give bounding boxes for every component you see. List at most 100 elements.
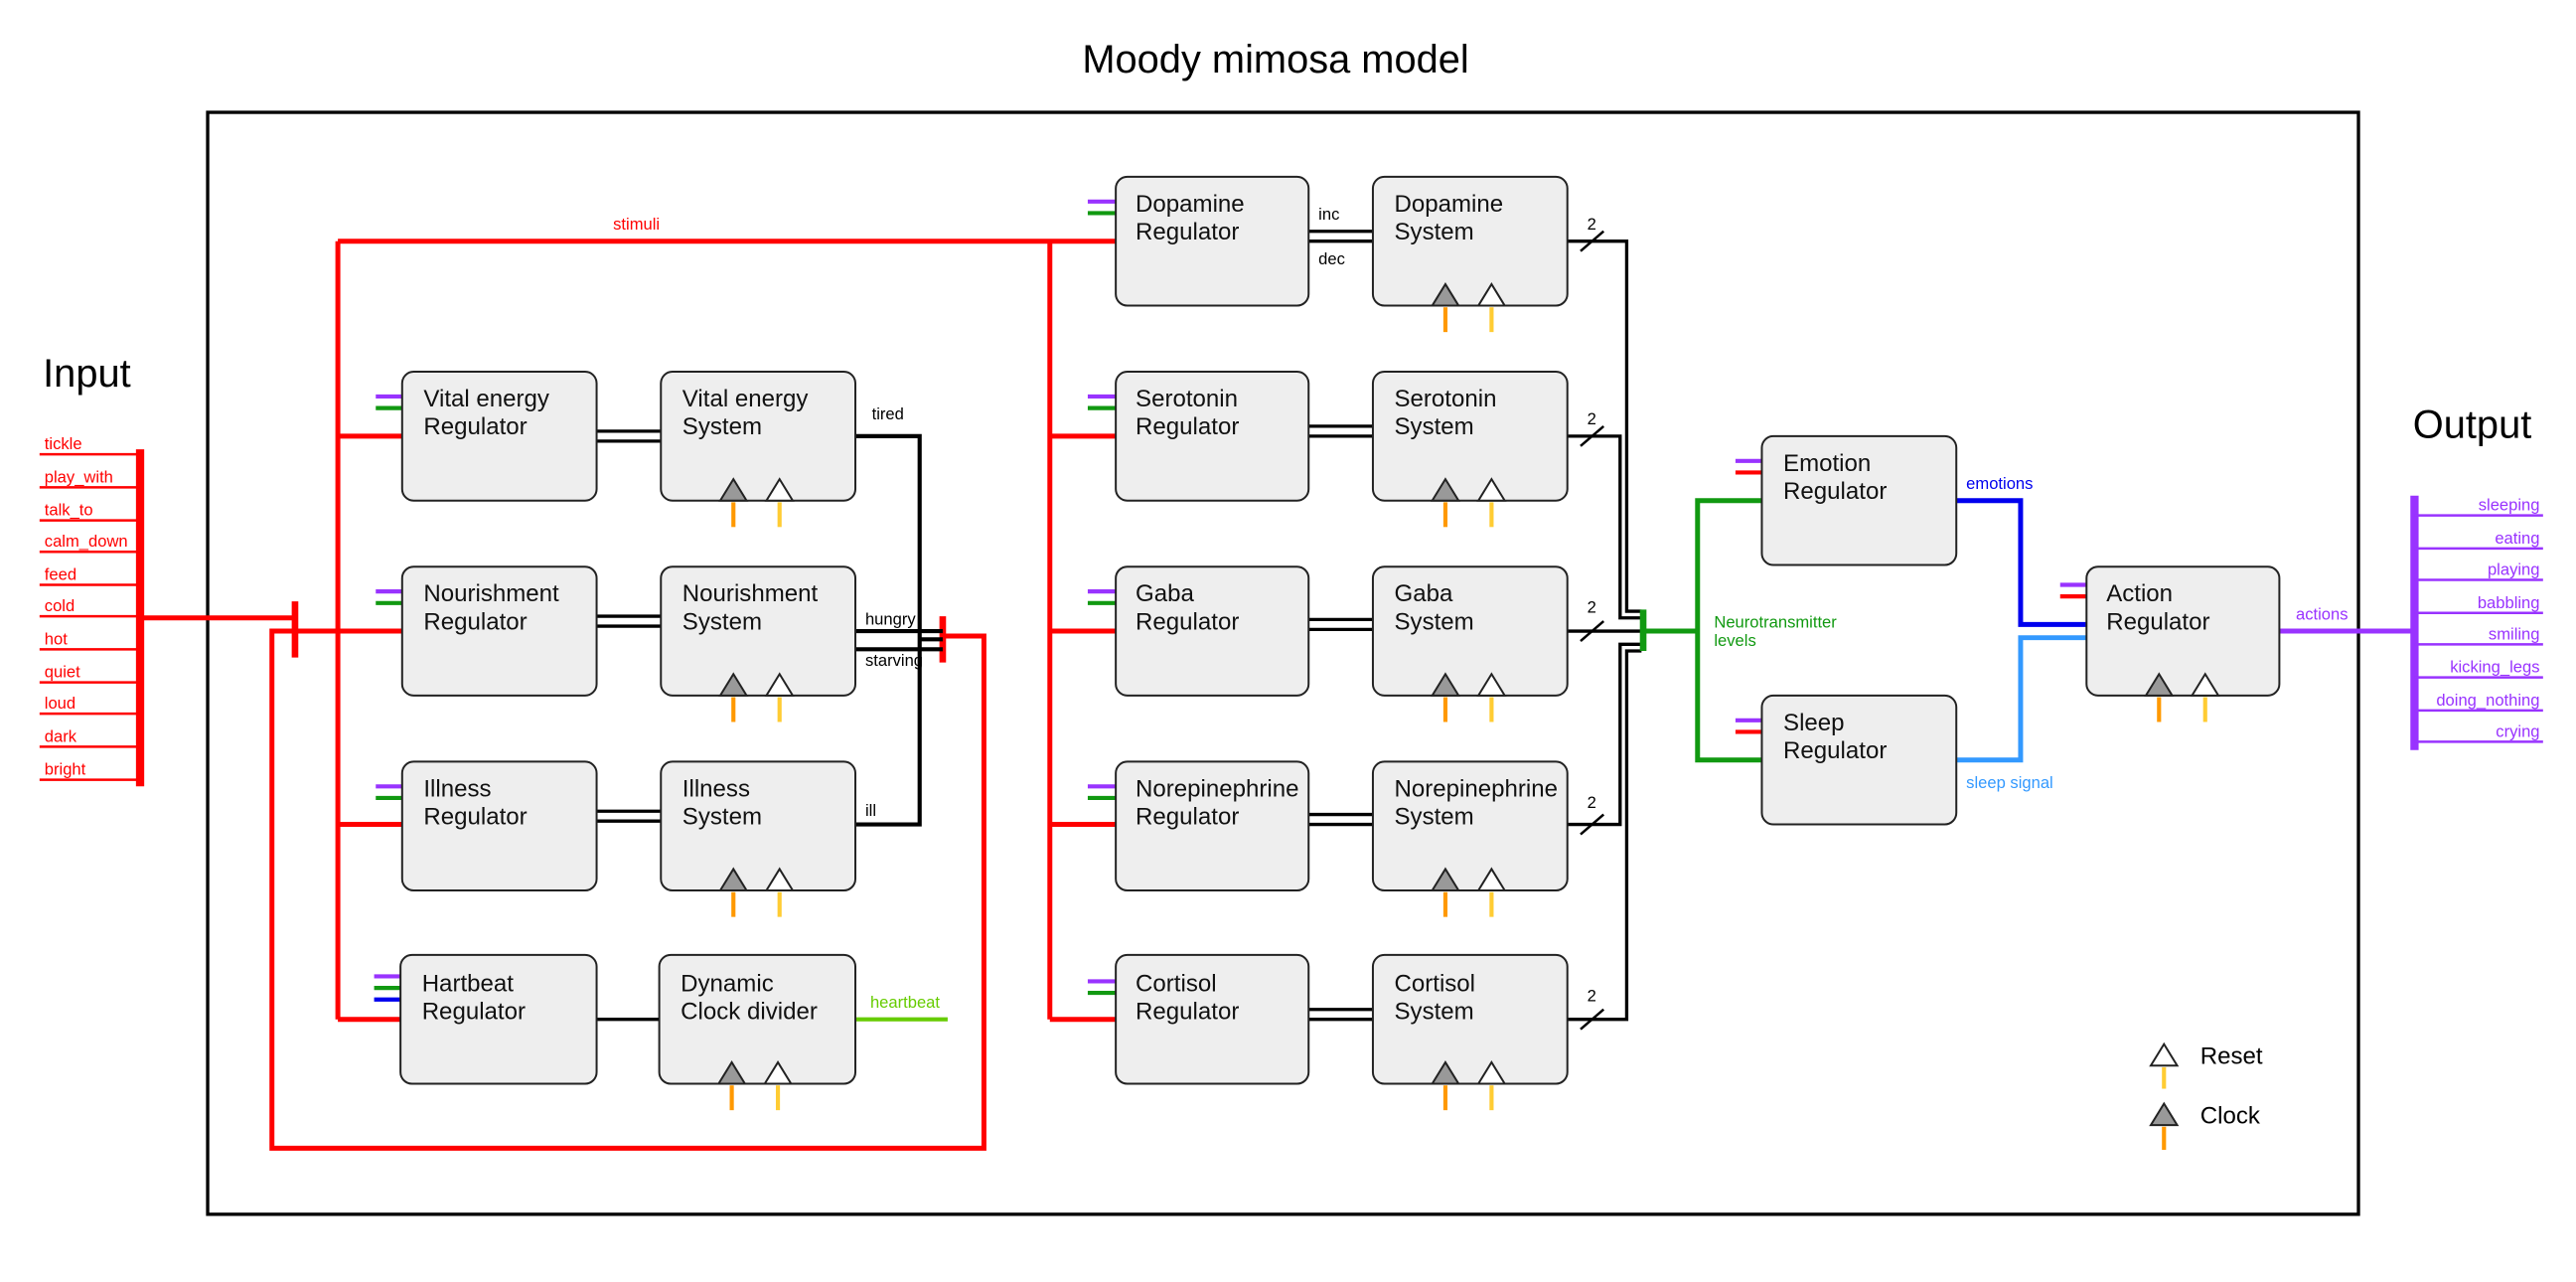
block-subtitle: System	[1395, 413, 1474, 440]
stimuli-label: stimuli	[613, 215, 660, 234]
vital-energy-regulator[interactable]: Vital energy Regulator	[400, 371, 598, 502]
serotonin-system[interactable]: Serotonin System	[1371, 371, 1569, 502]
norepinephrine-regulator[interactable]: Norepinephrine Regulator	[1115, 760, 1310, 892]
block-subtitle: Regulator	[1136, 219, 1239, 245]
nourishment-regulator[interactable]: Nourishment Regulator	[400, 565, 598, 697]
input-signal: cold	[39, 596, 141, 618]
output-signals: sleeping eating playing babbling smiling…	[2414, 496, 2543, 743]
block-subtitle: Regulator	[1136, 413, 1239, 440]
reset-input-icon	[764, 867, 795, 892]
sleep-regulator[interactable]: Sleep Regulator	[1760, 694, 1958, 826]
block-title: Hartbeat	[422, 970, 515, 997]
input-signal-label: feed	[45, 564, 76, 583]
hartbeat-regulator[interactable]: Hartbeat Regulator	[399, 953, 598, 1085]
clock-input-icon	[1430, 867, 1460, 892]
block-subtitle: Regulator	[423, 413, 527, 440]
input-signal: quiet	[39, 663, 141, 684]
input-signal: tickle	[39, 434, 141, 456]
neurotransmitter-bus-wires	[1567, 240, 1642, 1022]
dec-label: dec	[1318, 249, 1345, 268]
bus-width-label: 2	[1588, 409, 1596, 428]
block-subtitle: Regulator	[422, 999, 526, 1026]
illness-system[interactable]: Illness System	[660, 760, 857, 892]
block-subtitle: System	[1395, 608, 1474, 635]
input-signal-label: bright	[45, 760, 86, 779]
dopamine-regulator[interactable]: Dopamine Regulator	[1115, 175, 1310, 307]
input-signal: bright	[39, 760, 141, 781]
block-subtitle: Regulator	[1136, 999, 1239, 1026]
clock-input-icon	[718, 672, 749, 697]
input-signal-label: talk_to	[45, 501, 93, 520]
dopamine-system[interactable]: Dopamine System	[1371, 175, 1569, 307]
actions-label: actions	[2296, 604, 2349, 623]
output-section: Output sleeping eating playing babbling …	[2410, 403, 2543, 750]
reset-input-icon	[1476, 672, 1507, 697]
input-signal-label: calm_down	[45, 532, 128, 551]
block-title: Dopamine	[1395, 191, 1504, 218]
bus-width-label: 2	[1588, 793, 1596, 812]
action-regulator[interactable]: Action Regulator	[2085, 565, 2281, 697]
sleep-signal-wire	[1956, 635, 2087, 763]
bus-width-markers	[1580, 230, 1605, 1031]
body-state-wires	[855, 433, 943, 827]
reset-input-icon	[1476, 282, 1507, 307]
input-section: Input tickle play_with talk_to calm_down…	[39, 352, 299, 787]
illness-regulator[interactable]: Illness Regulator	[400, 760, 598, 892]
cortisol-system[interactable]: Cortisol System	[1371, 953, 1569, 1085]
clock-reset-inputs	[716, 282, 2220, 1111]
emotions-label: emotions	[1966, 474, 2033, 493]
emotions-wire	[1956, 498, 2087, 627]
input-signal-label: loud	[45, 694, 76, 713]
block-subtitle: System	[1395, 804, 1474, 831]
clock-input-icon	[1430, 477, 1460, 502]
output-signal: eating	[2414, 529, 2543, 551]
input-signal: hot	[39, 629, 141, 651]
block-title: Gaba	[1136, 580, 1194, 607]
input-signal: dark	[39, 726, 141, 748]
output-signal: kicking_legs	[2414, 658, 2543, 679]
serotonin-regulator[interactable]: Serotonin Regulator	[1115, 371, 1310, 502]
legend: Reset Clock	[2149, 1042, 2263, 1151]
emotion-regulator[interactable]: Emotion Regulator	[1760, 434, 1958, 566]
dynamic-clock-divider[interactable]: Dynamic Clock divider	[658, 953, 857, 1085]
output-signal-label: smiling	[2489, 624, 2540, 643]
clock-input-icon	[716, 1060, 747, 1085]
block-subtitle: Clock divider	[681, 999, 818, 1026]
block-title: Serotonin	[1136, 386, 1238, 412]
output-signal-label: doing_nothing	[2436, 691, 2539, 710]
neurotransmitter-label: levels	[1714, 631, 1755, 650]
block-subtitle: Regulator	[423, 608, 527, 635]
vital-energy-system[interactable]: Vital energy System	[660, 371, 857, 502]
output-signal: smiling	[2414, 624, 2543, 646]
input-signal-label: tickle	[45, 434, 82, 453]
norepinephrine-system[interactable]: Norepinephrine System	[1371, 760, 1569, 892]
legend-clock-label: Clock	[2200, 1102, 2261, 1129]
block-title: Nourishment	[423, 580, 559, 607]
clock-triangle-icon	[2149, 1101, 2180, 1127]
sleep-signal-label: sleep signal	[1966, 773, 2053, 792]
input-signal: feed	[39, 564, 141, 586]
block-title: Cortisol	[1395, 970, 1476, 997]
clock-input-icon	[2144, 672, 2175, 697]
nourishment-system[interactable]: Nourishment System	[660, 565, 857, 697]
clock-input-icon	[718, 867, 749, 892]
block-title: Illness	[423, 775, 491, 802]
block-title: Action	[2106, 580, 2173, 607]
output-signal-label: babbling	[2478, 593, 2540, 612]
gaba-system[interactable]: Gaba System	[1371, 565, 1569, 697]
block-subtitle: System	[1395, 219, 1474, 245]
cortisol-regulator[interactable]: Cortisol Regulator	[1115, 953, 1310, 1085]
block-subtitle: System	[682, 804, 762, 831]
output-signal: crying	[2414, 721, 2543, 743]
output-signal: doing_nothing	[2414, 691, 2543, 713]
clock-input-icon	[1430, 672, 1460, 697]
neurotransmitter-label: Neurotransmitter	[1714, 613, 1837, 632]
inc-label: inc	[1318, 205, 1339, 224]
block-subtitle: System	[682, 413, 762, 440]
legend-reset-label: Reset	[2200, 1043, 2263, 1070]
reset-input-icon	[762, 1060, 794, 1085]
reset-input-icon	[2190, 672, 2220, 697]
output-signal-label: eating	[2495, 529, 2539, 548]
gaba-regulator[interactable]: Gaba Regulator	[1115, 565, 1310, 697]
